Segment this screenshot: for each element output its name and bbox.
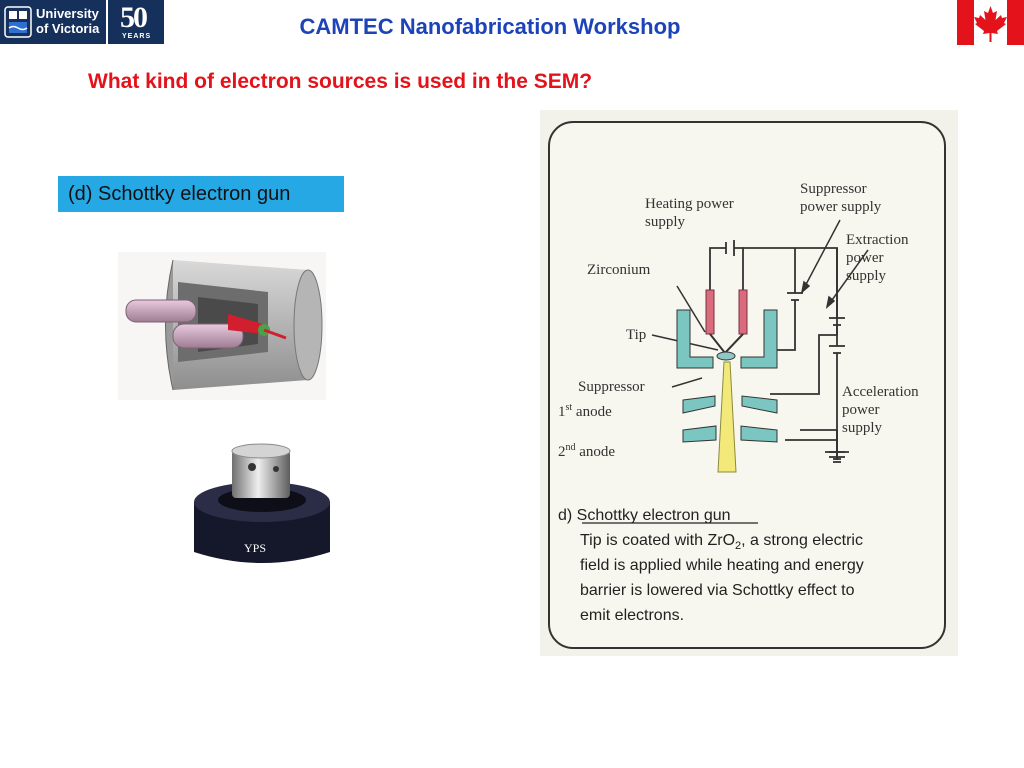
university-name-line1: University [36,6,99,21]
suppressor-left [676,309,714,369]
anniversary-badge: 50 YEARS [108,0,164,44]
label-tip: Tip [626,327,646,343]
photo-brand-label: YPS [244,541,266,555]
label-heating-1: Heating power [645,196,734,212]
label-acceleration-2: power [842,402,880,418]
university-logo-box: University of Victoria [0,0,106,44]
ground-symbol [825,430,849,463]
suppressor-right [740,309,778,369]
label-suppressor: Suppressor [578,379,645,395]
label-first-anode: 1st anode [558,402,612,420]
caption-line-2: field is applied while heating and energ… [580,557,864,574]
label-second-anode: 2nd anode [558,442,615,460]
diagram-frame [548,121,946,649]
label-suppressor-supply-2: power supply [800,199,882,215]
caption-line-3: barrier is lowered via Schottky effect t… [580,582,855,599]
anode1-right [741,395,778,414]
caption-title: d) Schottky electron gun [558,507,731,524]
anode1-left [682,395,716,414]
heater-post-right [738,289,748,335]
canada-flag-icon [957,0,1024,45]
university-name-line2: of Victoria [36,21,100,36]
label-extraction-1: Extraction [846,232,909,248]
label-suppressor-supply-1: Suppressor [800,181,867,197]
section-label: (d) Schottky electron gun [58,176,344,212]
diagram-svg: Heating power supply Suppressor power su… [548,121,946,649]
caption-line-1: Tip is coated with ZrO2, a strong electr… [580,532,863,552]
electron-gun-photo: YPS [192,440,332,570]
label-zirconium: Zirconium [587,262,651,278]
label-extraction-2: power [846,250,884,266]
question-heading: What kind of electron sources is used in… [88,70,593,93]
electron-gun-cutaway-image [118,252,326,400]
heater-post-left [705,289,715,335]
label-acceleration-3: supply [842,420,883,436]
schottky-gun-diagram: Heating power supply Suppressor power su… [540,110,958,656]
anode2-right [740,425,778,443]
label-extraction-3: supply [846,268,887,284]
page-title: CAMTEC Nanofabrication Workshop [299,14,681,39]
crest-icon [4,6,32,38]
label-heating-2: supply [645,214,686,230]
university-logo: University of Victoria 50 YEARS [0,0,165,44]
pointer-arrows [651,219,869,388]
tip-emitter [716,351,736,361]
anniversary-number: 50 [120,1,148,34]
label-acceleration-1: Acceleration [842,384,919,400]
anode2-left [682,425,717,443]
electron-beam [717,361,737,473]
university-name: University of Victoria [36,6,99,36]
anniversary-years: YEARS [122,33,152,40]
caption-line-4: emit electrons. [580,607,684,624]
